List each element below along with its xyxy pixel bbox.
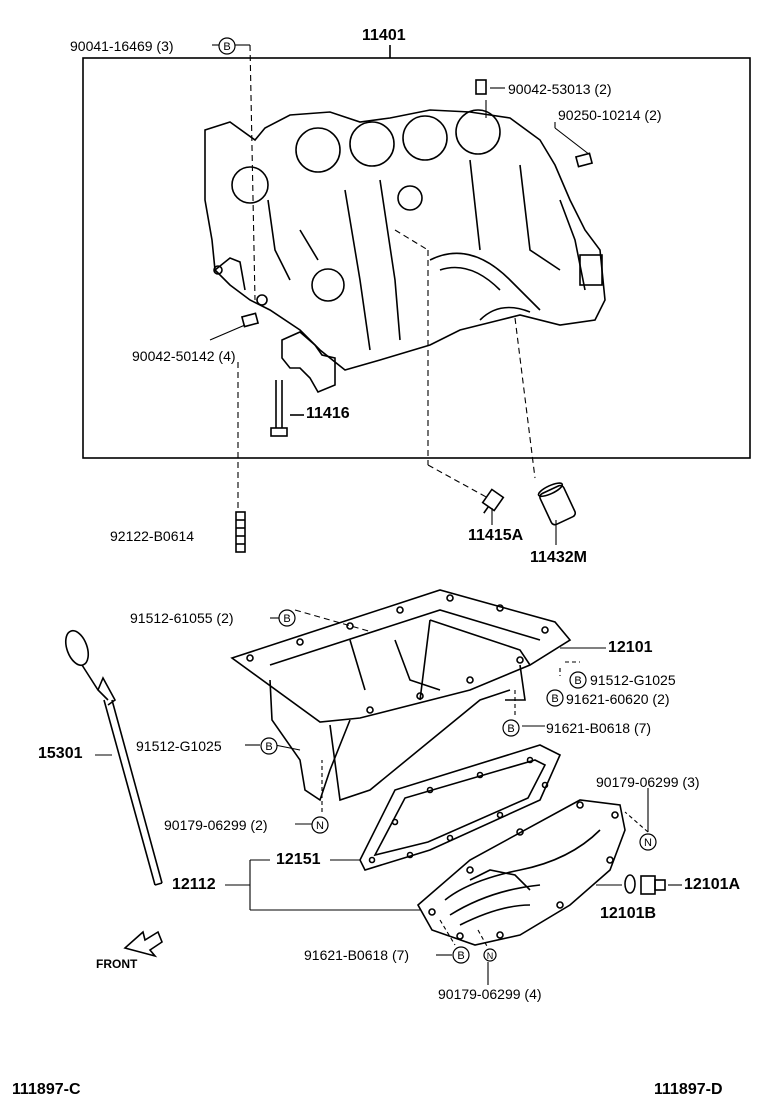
oil-pan-12101 bbox=[230, 589, 572, 802]
callout-b-6 bbox=[260, 737, 278, 755]
sensor-11415a bbox=[481, 488, 505, 514]
label-90041-16469: 90041-16469 (3) bbox=[70, 38, 174, 54]
reference-code-right: 111897-D bbox=[654, 1081, 723, 1098]
callout-n-1-text: N bbox=[316, 820, 324, 832]
callout-b-5 bbox=[502, 719, 520, 737]
callout-b-3 bbox=[569, 671, 587, 689]
callout-b-6-text: B bbox=[265, 741, 272, 753]
front-label: FRONT bbox=[96, 957, 138, 971]
label-91512-61055: 91512-61055 (2) bbox=[130, 610, 234, 626]
stud-92122 bbox=[235, 511, 246, 553]
label-11401: 11401 bbox=[362, 27, 406, 44]
label-91512-g1025-right: 91512-G1025 bbox=[590, 672, 676, 688]
label-91621-b0618-bottom: 91621-B0618 (7) bbox=[304, 947, 410, 963]
label-12101a: 12101A bbox=[684, 876, 741, 893]
callout-b-4-text: B bbox=[551, 693, 558, 705]
label-11432m: 11432M bbox=[530, 549, 587, 566]
cylinder-block bbox=[204, 109, 606, 371]
callout-b-1-text: B bbox=[223, 41, 230, 53]
sensor-11432m bbox=[537, 482, 577, 526]
callout-n-1 bbox=[311, 816, 329, 834]
label-12101b: 12101B bbox=[600, 905, 657, 922]
label-12101: 12101 bbox=[608, 639, 653, 656]
callout-n-2-text: N bbox=[644, 837, 652, 849]
callout-b-4 bbox=[546, 689, 564, 707]
label-90042-50142: 90042-50142 (4) bbox=[132, 348, 236, 364]
label-90042-53013: 90042-53013 (2) bbox=[508, 81, 612, 97]
drain-plug bbox=[640, 875, 666, 895]
label-11415a: 11415A bbox=[468, 527, 524, 544]
oil-pan-gasket bbox=[359, 744, 562, 871]
pin-90042-50142 bbox=[240, 312, 260, 328]
label-90250-10214: 90250-10214 (2) bbox=[558, 107, 662, 123]
label-92122-b0614: 92122-B0614 bbox=[110, 528, 195, 544]
callout-b-2-text: B bbox=[283, 613, 290, 625]
callout-n-2 bbox=[639, 833, 657, 851]
label-90179-06299-2: 90179-06299 (2) bbox=[164, 817, 268, 833]
label-12112: 12112 bbox=[172, 876, 216, 893]
label-91621-60620: 91621-60620 (2) bbox=[566, 691, 670, 707]
bearing-cap bbox=[281, 331, 336, 394]
callout-b-7-text: B bbox=[457, 950, 464, 962]
callout-n-3-text: N bbox=[487, 951, 494, 961]
callout-b-2 bbox=[278, 609, 296, 627]
reference-code-left: 111897-C bbox=[12, 1081, 81, 1098]
cap-bolt bbox=[270, 380, 288, 437]
pin-90250-10214 bbox=[574, 152, 594, 168]
pin-90042-53013 bbox=[475, 79, 487, 95]
label-90179-06299-4: 90179-06299 (4) bbox=[438, 986, 542, 1002]
callout-n-3 bbox=[483, 948, 497, 962]
label-12151: 12151 bbox=[276, 851, 321, 868]
block-group-frame bbox=[82, 57, 751, 459]
drain-gasket bbox=[624, 874, 636, 894]
callout-b-5-text: B bbox=[507, 723, 514, 735]
front-arrow bbox=[123, 930, 163, 958]
callout-b-7 bbox=[452, 946, 470, 964]
oil-pan-no2 bbox=[416, 799, 626, 946]
label-15301: 15301 bbox=[38, 745, 83, 762]
label-90179-06299-3: 90179-06299 (3) bbox=[596, 774, 700, 790]
callout-b-1 bbox=[218, 37, 236, 55]
callout-b-3-text: B bbox=[574, 675, 581, 687]
label-91512-g1025-left: 91512-G1025 bbox=[136, 738, 222, 754]
label-11416: 11416 bbox=[306, 405, 350, 422]
dipstick bbox=[64, 629, 163, 886]
label-91621-b0618-mid: 91621-B0618 (7) bbox=[546, 720, 652, 736]
